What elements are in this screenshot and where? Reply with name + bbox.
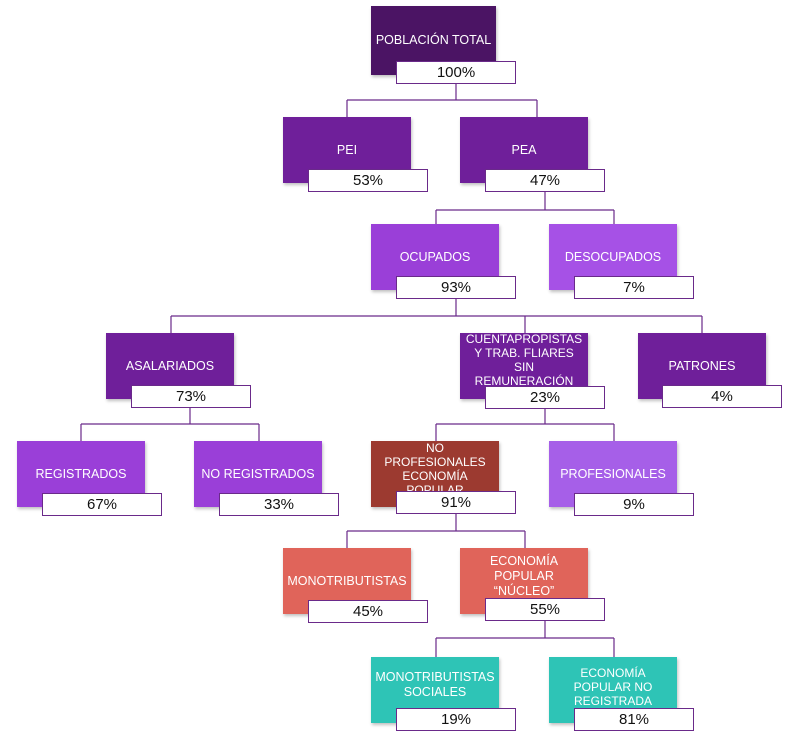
node-desocupados-label: DESOCUPADOS	[564, 249, 662, 264]
node-asalariados-label: ASALARIADOS	[125, 358, 215, 373]
connector-nucleo-children	[435, 621, 615, 657]
node-cuentapropistas-label: CUENTAPROPISTAS Y TRAB. FLIARES SIN REMU…	[465, 332, 583, 388]
node-patrones-value: 4%	[662, 385, 782, 408]
node-ocupados-label: OCUPADOS	[399, 249, 471, 264]
node-cuentapropistas-value: 23%	[485, 386, 605, 409]
connector-ocupados-children	[170, 299, 703, 333]
node-pea-value: 47%	[485, 169, 605, 192]
node-no-profesionales-value: 91%	[396, 491, 516, 514]
node-monotributistas-sociales-label: MONOTRIBUTISTAS SOCIALES	[375, 670, 495, 699]
node-poblacion-total-value: 100%	[396, 61, 516, 84]
node-asalariados-value: 73%	[131, 385, 251, 408]
node-pea-label: PEA	[511, 142, 537, 157]
node-economia-nucleo-value: 55%	[485, 598, 605, 621]
node-registrados-label: REGISTRADOS	[35, 466, 127, 481]
node-monotributistas-label: MONOTRIBUTISTAS	[287, 573, 407, 588]
node-pei-label: PEI	[336, 142, 358, 157]
node-monotributistas-value: 45%	[308, 600, 428, 623]
node-no-registrados-value: 33%	[219, 493, 339, 516]
node-no-registrados-label: NO REGISTRADOS	[201, 466, 315, 481]
connector-cuentapropistas-children	[435, 409, 615, 441]
node-patrones-label: PATRONES	[668, 358, 736, 373]
connector-root-children	[346, 84, 538, 117]
node-no-profesionales-label: NO PROFESIONALES ECONOMÍA POPULAR	[384, 441, 486, 497]
node-economia-no-registrada-value: 81%	[574, 708, 694, 731]
node-economia-no-registrada-label: ECONOMÍA POPULAR NO REGISTRADA	[573, 666, 653, 708]
node-ocupados-value: 93%	[396, 276, 516, 299]
connector-pea-children	[435, 192, 615, 224]
node-profesionales-label: PROFESIONALES	[560, 466, 666, 481]
connector-asalariados-children	[80, 408, 260, 441]
node-pei-value: 53%	[308, 169, 428, 192]
node-desocupados-value: 7%	[574, 276, 694, 299]
node-poblacion-total-label: POBLACIÓN TOTAL	[375, 33, 492, 47]
node-economia-nucleo-label: ECONOMÍA POPULAR “NÚCLEO”	[489, 553, 559, 598]
connector-noprof-children	[346, 514, 526, 548]
node-monotributistas-sociales-value: 19%	[396, 708, 516, 731]
node-profesionales-value: 9%	[574, 493, 694, 516]
node-registrados-value: 67%	[42, 493, 162, 516]
